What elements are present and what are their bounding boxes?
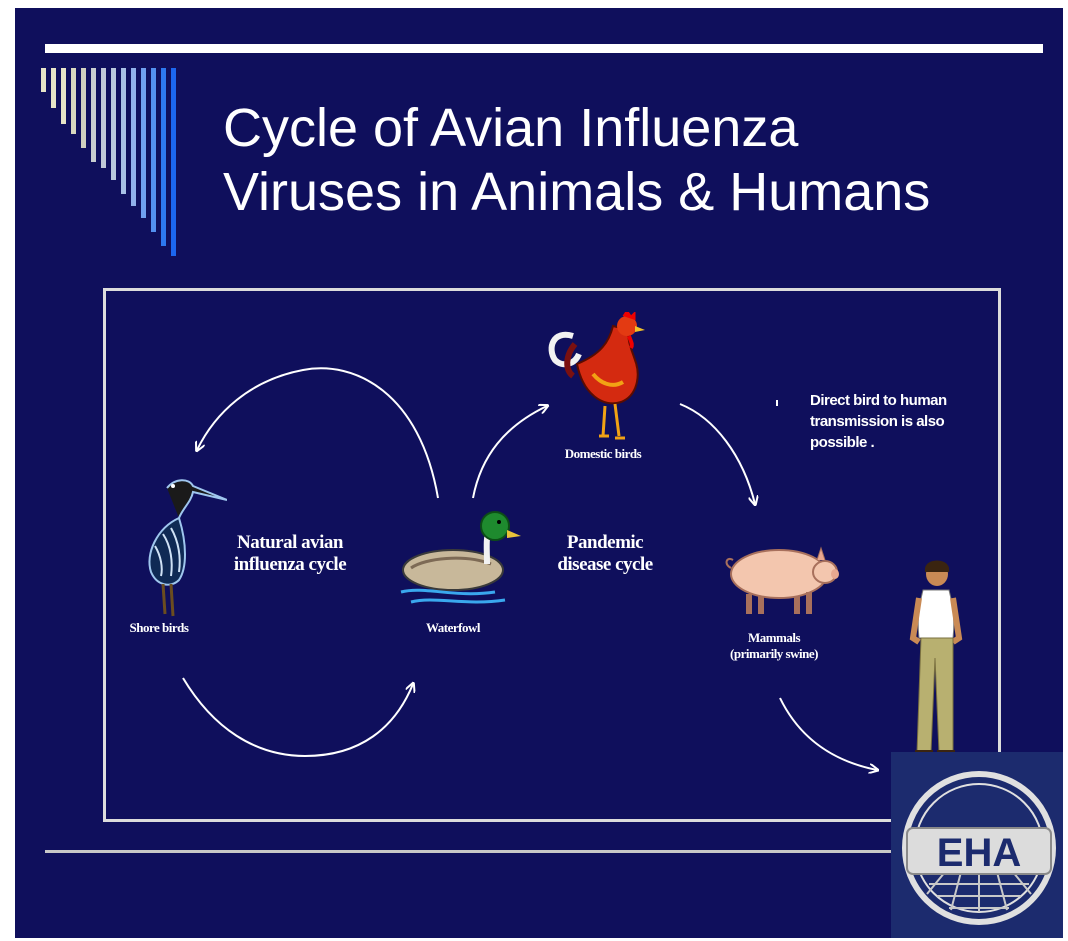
note-line-2: transmission is also: [810, 411, 947, 432]
waterfowl-label: Waterfowl: [403, 620, 503, 636]
rooster-icon: [543, 312, 653, 446]
note-line-3: possible .: [810, 432, 947, 453]
shore-birds-label: Shore birds: [109, 620, 209, 636]
domestic-birds-label: Domestic birds: [543, 446, 663, 462]
eha-logo-text: EHA: [937, 831, 1021, 875]
slide: Cycle of Avian Influenza Viruses in Anim…: [15, 8, 1063, 938]
note-line-1: Direct bird to human: [810, 390, 947, 411]
pandemic-cycle-line-1: Pandemic: [545, 532, 665, 554]
natural-cycle-line-1: Natural avian: [225, 532, 355, 554]
natural-cycle-line-2: influenza cycle: [225, 554, 355, 576]
natural-cycle-label: Natural avian influenza cycle: [225, 532, 355, 576]
heron-icon: [127, 476, 227, 618]
direct-transmission-note: Direct bird to human transmission is als…: [810, 390, 947, 453]
mammals-label-line-1: Mammals: [699, 630, 849, 646]
mallard-duck-icon: [395, 510, 525, 612]
pandemic-cycle-line-2: disease cycle: [545, 554, 665, 576]
mammals-label: Mammals (primarily swine): [699, 630, 849, 662]
pig-icon: [721, 538, 841, 618]
mammals-label-line-2: (primarily swine): [699, 646, 849, 662]
natural-cycle-lower-arrow: [183, 678, 413, 756]
pandemic-upward-arrow: [473, 406, 547, 498]
pandemic-cycle-label: Pandemic disease cycle: [545, 532, 665, 576]
eha-logo: EHA: [901, 762, 1057, 932]
pandemic-downward-arrow: [680, 404, 755, 504]
human-figure-icon: [905, 558, 965, 756]
mammal-to-human-arrow: [780, 698, 877, 770]
natural-cycle-upper-arrow: [197, 368, 438, 498]
